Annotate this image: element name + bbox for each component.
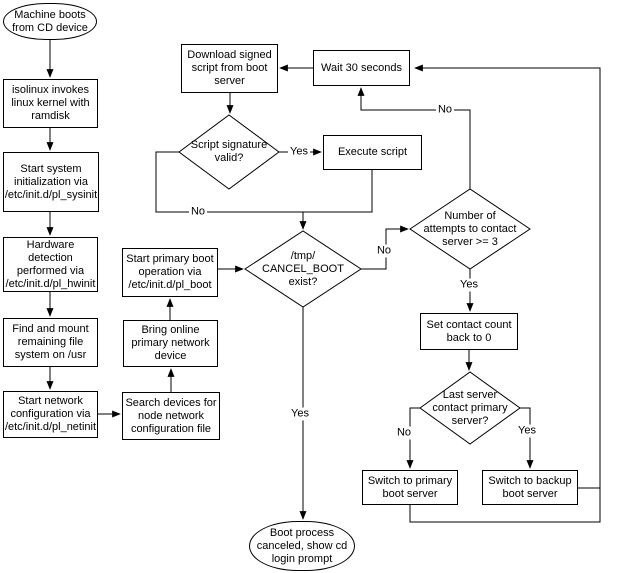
node-sysinit-label: Start system initialization via /etc/ini… <box>4 162 98 201</box>
node-netinit: Start network configuration via /etc/ini… <box>3 391 98 438</box>
edge-switchprimary-wait <box>409 64 601 523</box>
node-download: Download signed script from boot server <box>181 44 278 93</box>
node-wait-label: Wait 30 seconds <box>321 61 402 74</box>
node-canceled: Boot process canceled, show cd login pro… <box>249 521 355 571</box>
node-hwinit: Hardware detection performed via /etc/in… <box>3 237 98 292</box>
node-signature-shape <box>178 114 280 190</box>
node-sysinit: Start system initialization via /etc/ini… <box>3 152 99 212</box>
edge-label-last-server-no: No <box>394 426 414 440</box>
node-set-count: Set contact count back to 0 <box>420 313 518 350</box>
edge-label-last-server-yes: Yes <box>516 424 538 438</box>
node-findmount: Find and mount remaining file system on … <box>3 318 98 367</box>
node-findmount-label: Find and mount remaining file system on … <box>12 323 89 361</box>
node-switch-primary-label: Switch to primary boot server <box>367 474 453 500</box>
node-execute: Execute script <box>323 135 422 170</box>
node-bring-online-label: Bring online primary network device <box>131 324 210 362</box>
edge-label-attempts-yes: Yes <box>458 278 480 292</box>
node-isolinux-label: isolinux invokes linux kernel with ramdi… <box>11 84 90 122</box>
node-set-count-label: Set contact count back to 0 <box>426 318 512 344</box>
node-execute-label: Execute script <box>337 146 408 158</box>
node-start-label: Machine boots from CD device <box>12 8 88 34</box>
node-pl-boot: Start primary boot operation via /etc/in… <box>122 248 218 297</box>
node-switch-primary: Switch to primary boot server <box>362 470 458 505</box>
node-search: Search devices for node network configur… <box>122 392 220 440</box>
node-bring-online: Bring online primary network device <box>123 320 218 367</box>
edge-label-cancel-yes: Yes <box>289 407 311 421</box>
node-isolinux: isolinux invokes linux kernel with ramdi… <box>3 79 98 128</box>
edge-label-attempts-no: No <box>435 103 455 117</box>
node-canceled-label: Boot process canceled, show cd login pro… <box>256 526 348 565</box>
node-cancel-boot-shape <box>244 230 362 308</box>
edge-label-signature-no: No <box>188 205 208 219</box>
node-wait: Wait 30 seconds <box>313 50 410 86</box>
node-switch-backup: Switch to backup boot server <box>482 470 578 505</box>
edge-signature-no-path <box>155 151 373 213</box>
node-attempts-shape <box>409 188 531 270</box>
edge-lastserver-yes-switchbackup <box>520 407 534 469</box>
edge-label-signature-yes: Yes <box>288 145 310 159</box>
edge-lastserver-no-switchprimary <box>406 407 420 469</box>
node-last-server-shape <box>419 371 521 445</box>
node-pl-boot-label: Start primary boot operation via /etc/in… <box>126 253 214 291</box>
node-start: Machine boots from CD device <box>3 3 97 40</box>
edge-label-cancel-no: No <box>374 244 394 258</box>
node-search-label: Search devices for node network configur… <box>125 396 217 435</box>
node-switch-backup-label: Switch to backup boot server <box>488 474 572 500</box>
edge-attempts-no-wait <box>357 87 471 189</box>
node-download-label: Download signed script from boot server <box>187 49 272 87</box>
node-hwinit-label: Hardware detection performed via /etc/in… <box>5 238 96 290</box>
node-netinit-label: Start network configuration via /etc/ini… <box>4 395 97 433</box>
